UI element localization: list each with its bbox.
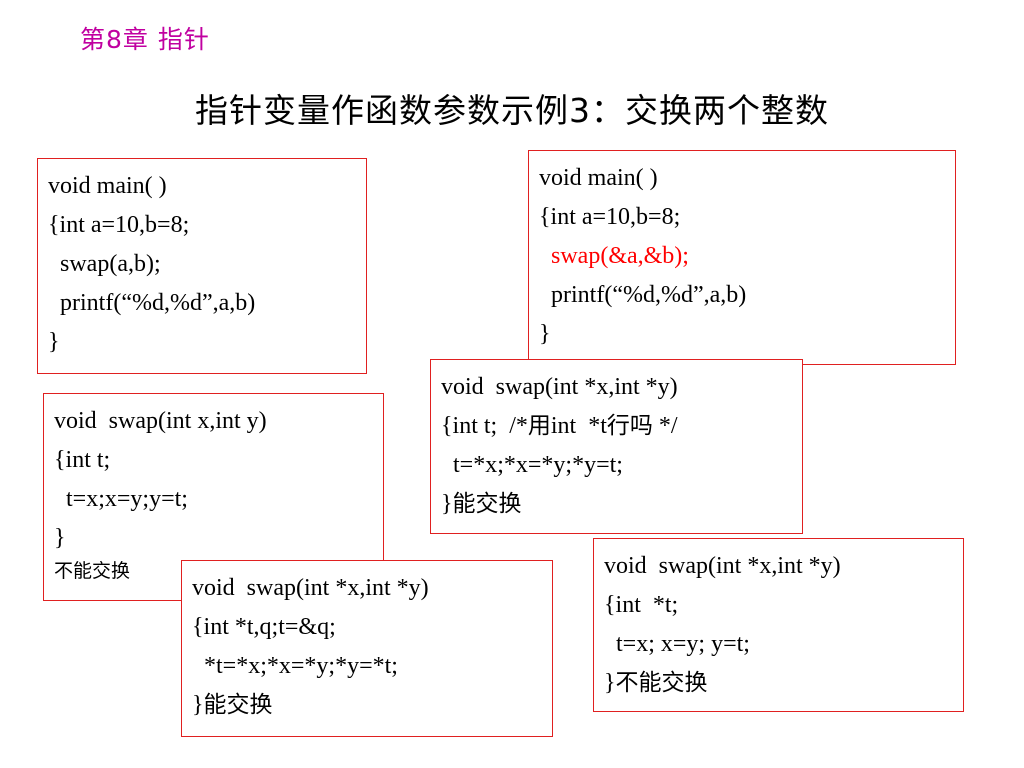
code-line: } bbox=[48, 329, 60, 355]
code-line: t=x; x=y; y=t; bbox=[604, 631, 750, 657]
code-line-with-comment: {int t; /*用int *t行吗 */ bbox=[441, 407, 792, 446]
code-box-swap-pointer-deref: void swap(int *x,int *y) {int t; /*用int … bbox=[430, 359, 803, 534]
code-line: t=x;x=y;y=t; bbox=[54, 486, 188, 512]
code-line: {int a=10,b=8; bbox=[48, 212, 190, 238]
code-line: {int t; bbox=[54, 447, 111, 473]
result-note: 能交换 bbox=[452, 491, 522, 517]
code-line: {int a=10,b=8; bbox=[539, 204, 681, 230]
comment-cn: 行吗 bbox=[606, 413, 653, 439]
code-line-closing: }能交换 bbox=[192, 686, 542, 725]
code-line-closing: }能交换 bbox=[441, 485, 792, 524]
code-line: void swap(int x,int y) bbox=[54, 408, 267, 434]
code-line: void main( ) bbox=[539, 165, 658, 191]
code-line: } bbox=[54, 525, 66, 551]
code-box-main-by-value: void main( ) {int a=10,b=8; swap(a,b); p… bbox=[37, 158, 367, 374]
code-line: {int *t; bbox=[604, 592, 679, 618]
code-box-main-by-pointer: void main( ) {int a=10,b=8; swap(&a,&b);… bbox=[528, 150, 956, 365]
comment-cn: 用 bbox=[527, 413, 551, 439]
result-note: 能交换 bbox=[203, 692, 273, 718]
code-line: {int *t,q;t=&q; bbox=[192, 614, 336, 640]
code-line-highlighted: swap(&a,&b); bbox=[539, 243, 689, 269]
code-line: printf(“%d,%d”,a,b) bbox=[48, 290, 256, 316]
result-note: 不能交换 bbox=[54, 560, 131, 582]
code-line: t=*x;*x=*y;*y=t; bbox=[441, 452, 623, 478]
code-line: printf(“%d,%d”,a,b) bbox=[539, 282, 747, 308]
closing-brace: } bbox=[441, 491, 453, 517]
code-segment: int *t bbox=[550, 413, 607, 439]
code-segment: */ bbox=[652, 413, 678, 439]
slide-title: 指针变量作函数参数示例3：交换两个整数 bbox=[195, 91, 829, 130]
code-line: void swap(int *x,int *y) bbox=[441, 374, 678, 400]
code-line: swap(a,b); bbox=[48, 251, 161, 277]
code-line-closing: }不能交换 bbox=[604, 664, 953, 703]
code-line: void swap(int *x,int *y) bbox=[604, 553, 841, 579]
code-line: *t=*x;*x=*y;*y=*t; bbox=[192, 653, 398, 679]
code-segment: {int t; /* bbox=[441, 413, 528, 439]
closing-brace: } bbox=[604, 670, 616, 696]
code-line: } bbox=[539, 321, 551, 347]
code-line: void main( ) bbox=[48, 173, 167, 199]
code-line: void swap(int *x,int *y) bbox=[192, 575, 429, 601]
code-box-swap-pointer-temp: void swap(int *x,int *y) {int *t,q;t=&q;… bbox=[181, 560, 553, 737]
chapter-heading: 第8章 指针 bbox=[80, 25, 210, 54]
result-note: 不能交换 bbox=[615, 670, 708, 696]
code-box-swap-pointer-copy: void swap(int *x,int *y) {int *t; t=x; x… bbox=[593, 538, 964, 712]
closing-brace: } bbox=[192, 692, 204, 718]
